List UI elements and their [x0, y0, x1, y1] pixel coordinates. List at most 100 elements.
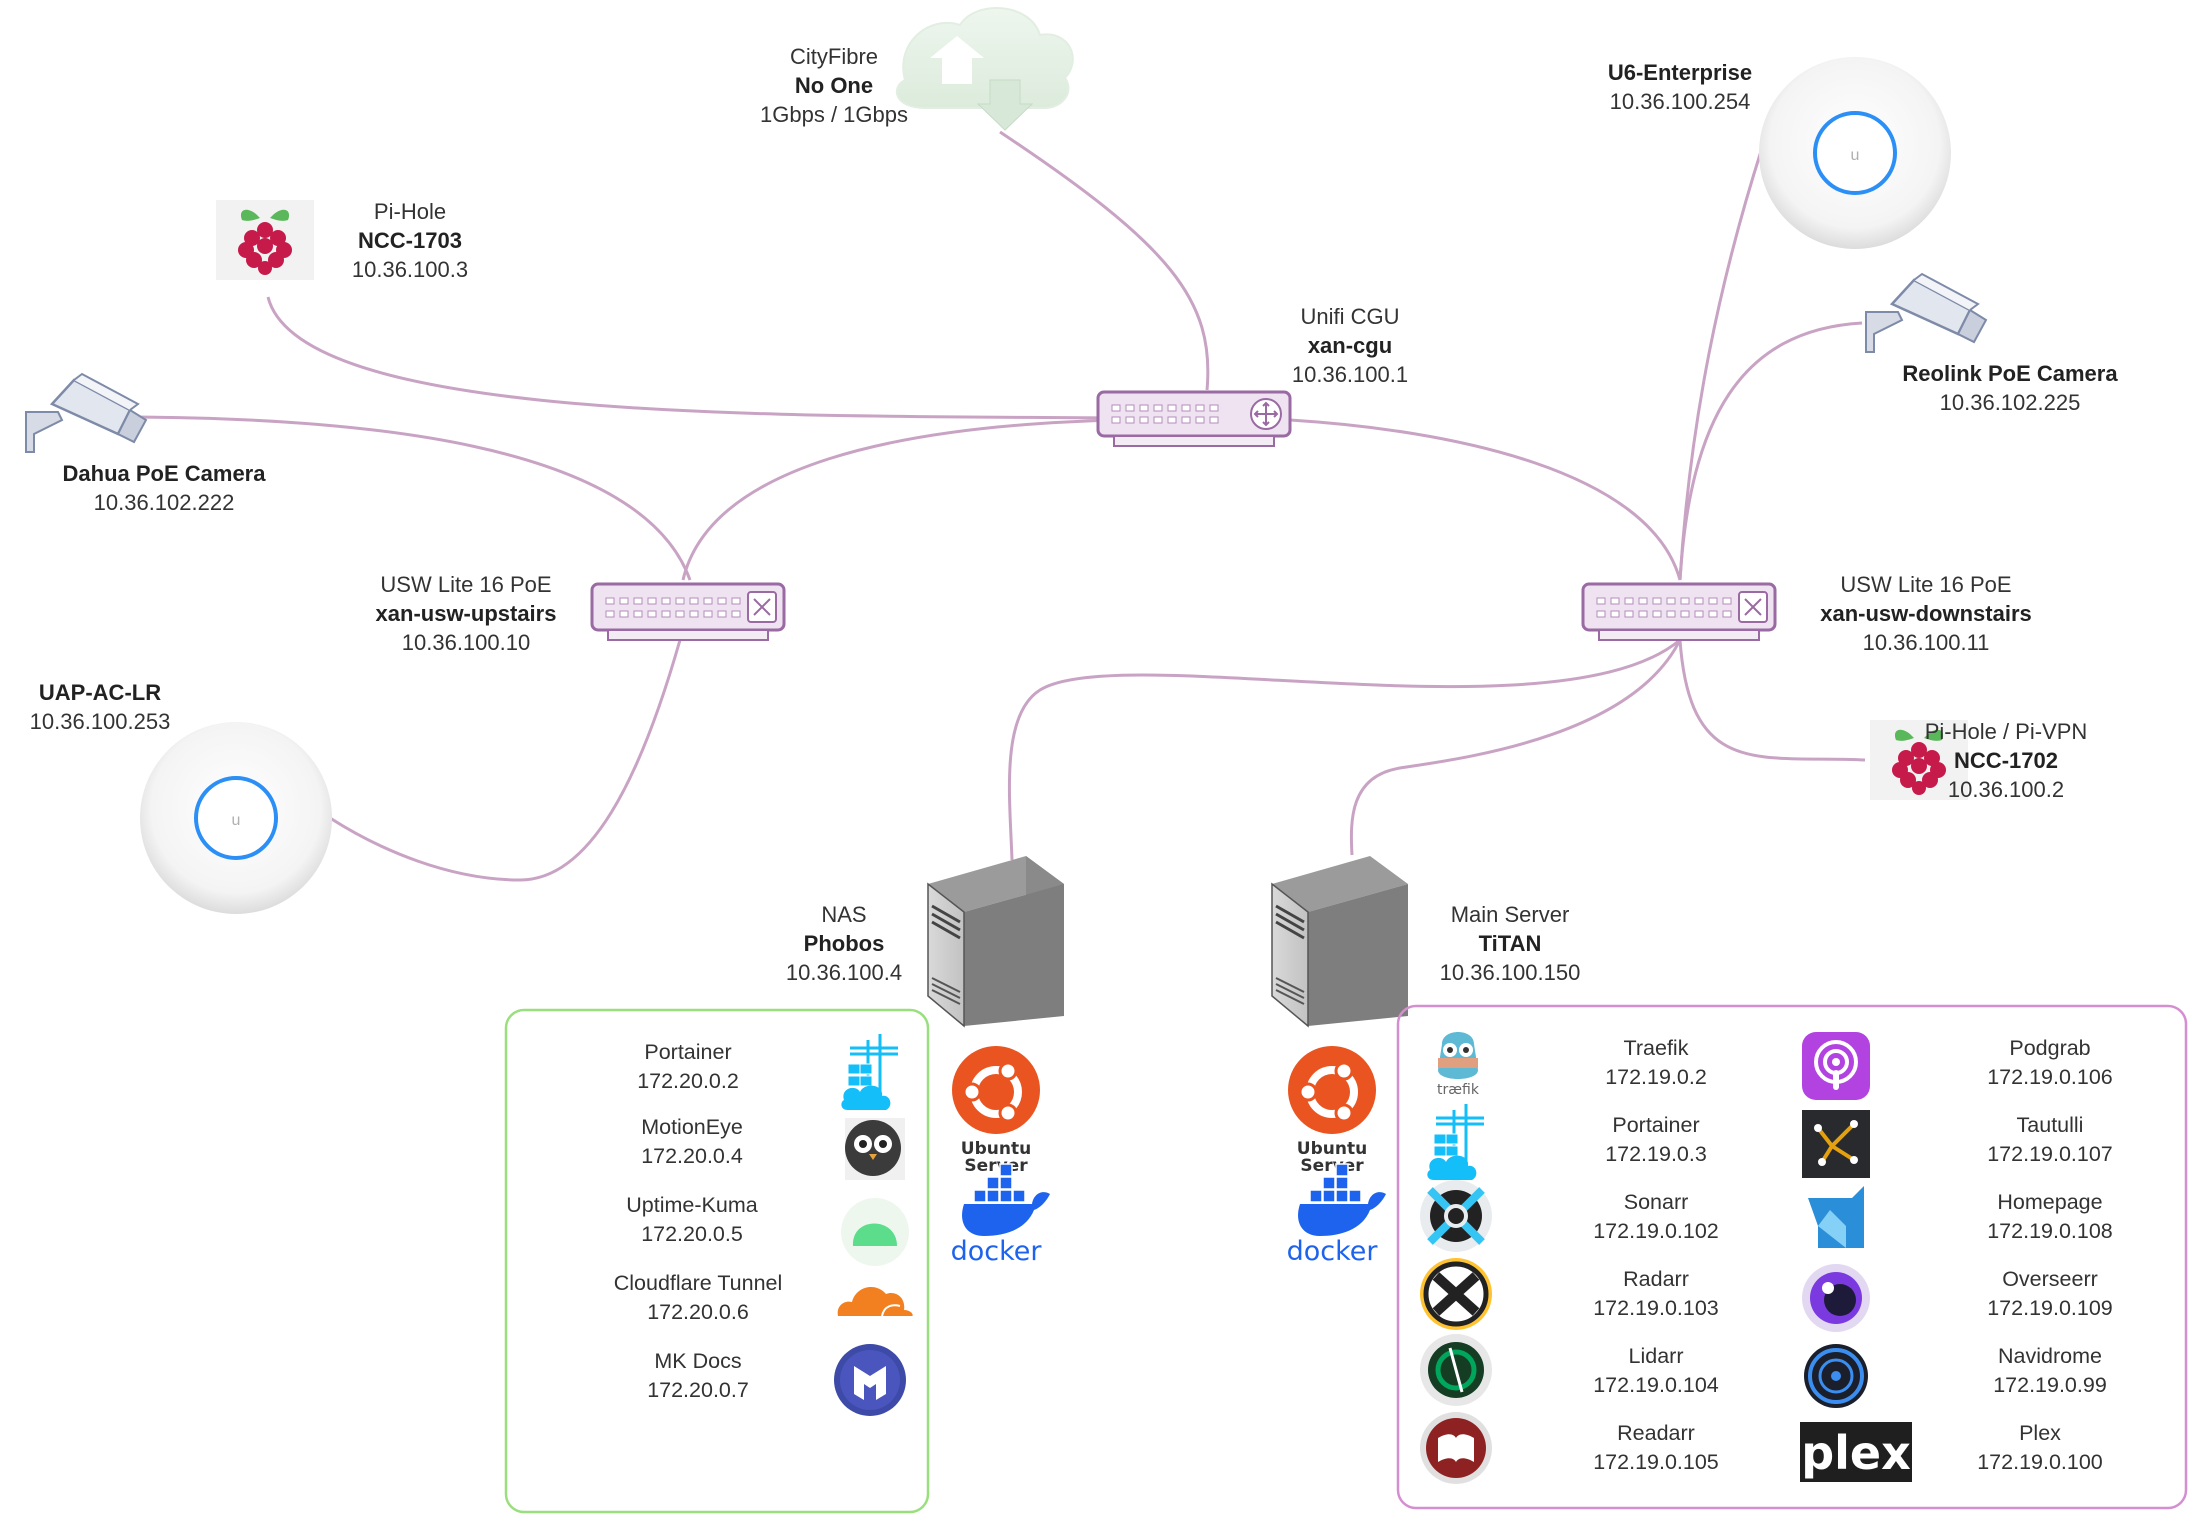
service-name: Traefik [1623, 1036, 1689, 1060]
plex-icon: plex [1800, 1422, 1912, 1482]
nas-label: NAS Phobos 10.36.100.4 [786, 900, 902, 987]
link-switchdown-titan [1349, 639, 1682, 856]
nas-role: NAS [821, 902, 867, 927]
service-ip: 172.19.0.100 [1977, 1450, 2103, 1474]
link-reolink-switchdown [1678, 321, 1863, 581]
link-switchdown-nas [1007, 638, 1681, 861]
reolink-camera-label: Reolink PoE Camera 10.36.102.225 [1902, 359, 2117, 417]
service-ip: 172.20.0.6 [647, 1300, 749, 1324]
titan-service: Navidrome 172.19.0.99 [1993, 1342, 2107, 1400]
docker-logo: docker [1287, 1163, 1386, 1267]
link-router-switchdown [1289, 418, 1682, 581]
main-server-name: TiTAN [1478, 931, 1542, 956]
ubuntu-label: Ubuntu [961, 1139, 1031, 1159]
link-switchup-aplr [329, 639, 682, 882]
service-ip: 172.20.0.7 [647, 1378, 749, 1402]
unifi-access-point-icon: u [1759, 57, 1951, 249]
link-dahua-switchup [129, 415, 692, 581]
reolink-camera-ip: 10.36.102.225 [1939, 390, 2081, 415]
switch-downstairs-label: USW Lite 16 PoE xan-usw-downstairs 10.36… [1820, 570, 2031, 657]
overseerr-icon [1802, 1264, 1870, 1332]
uap-ac-lr-label: UAP-AC-LR 10.36.100.253 [30, 678, 171, 736]
router-icon [1096, 390, 1292, 447]
cctv-camera-icon [1865, 272, 1988, 353]
nas-ip: 10.36.100.4 [785, 960, 903, 985]
reolink-camera-name: Reolink PoE Camera [1902, 361, 2118, 386]
switch-upstairs-ip: 10.36.100.10 [401, 630, 531, 655]
traefik-wordmark: træfik [1437, 1082, 1480, 1098]
u6-enterprise-ip: 10.36.100.254 [1609, 89, 1751, 114]
switch-upstairs-label: USW Lite 16 PoE xan-usw-upstairs 10.36.1… [376, 570, 557, 657]
service-ip: 172.19.0.99 [1993, 1373, 2107, 1397]
router-ip: 10.36.100.1 [1291, 362, 1409, 387]
router-model: Unifi CGU [1300, 304, 1400, 329]
titan-service: Overseerr 172.19.0.109 [1987, 1265, 2113, 1323]
tower-server-icon [1271, 856, 1408, 1028]
homepage-icon [1808, 1186, 1864, 1248]
titan-service: Sonarr 172.19.0.102 [1593, 1188, 1719, 1246]
svg-text:u: u [1851, 147, 1860, 164]
nas-service: MK Docs 172.20.0.7 [647, 1347, 749, 1405]
pihole-1702-ip: 10.36.100.2 [1947, 777, 2065, 802]
readarr-icon [1420, 1412, 1492, 1484]
service-ip: 172.19.0.108 [1987, 1219, 2113, 1243]
service-ip: 172.19.0.103 [1593, 1296, 1719, 1320]
isp-provider: CityFibre [789, 44, 879, 69]
link-switchdown-pihole1702 [1678, 639, 1866, 762]
service-name: Sonarr [1623, 1190, 1689, 1214]
tower-server-icon [927, 856, 1064, 1028]
link-internet-router [999, 130, 1210, 391]
cctv-camera-icon [25, 372, 148, 453]
service-name: Plex [2019, 1421, 2061, 1445]
link-u6-switchdown [1678, 147, 1764, 581]
radarr-icon [1420, 1258, 1492, 1330]
nas-services-box [504, 1008, 930, 1514]
service-name: MotionEye [641, 1115, 743, 1139]
links [129, 130, 1866, 882]
u6-enterprise-name: U6-Enterprise [1607, 60, 1753, 85]
service-ip: 172.19.0.102 [1593, 1219, 1719, 1243]
tautulli-icon [1802, 1110, 1870, 1178]
nas-service: Cloudflare Tunnel 172.20.0.6 [614, 1269, 783, 1327]
service-ip: 172.19.0.3 [1605, 1142, 1707, 1166]
uap-ac-lr-ip: 10.36.100.253 [29, 709, 171, 734]
service-name: MK Docs [654, 1349, 742, 1373]
service-name: Podgrab [2009, 1036, 2091, 1060]
titan-service: Portainer 172.19.0.3 [1605, 1111, 1707, 1169]
service-ip: 172.19.0.2 [1605, 1065, 1707, 1089]
titan-service: Podgrab 172.19.0.106 [1987, 1034, 2113, 1092]
titan-service: Traefik 172.19.0.2 [1605, 1034, 1707, 1092]
nas-name: Phobos [803, 931, 885, 956]
titan-service: Tautulli 172.19.0.107 [1987, 1111, 2113, 1169]
switch-downstairs-name: xan-usw-downstairs [1820, 601, 2032, 626]
traefik-icon: træfik [1437, 1032, 1480, 1098]
service-name: Radarr [1623, 1267, 1689, 1291]
titan-service: Homepage 172.19.0.108 [1987, 1188, 2113, 1246]
service-name: Portainer [644, 1040, 732, 1064]
pihole-1703-name: NCC-1703 [358, 228, 462, 253]
switch-downstairs-model: USW Lite 16 PoE [1840, 572, 2012, 597]
service-ip: 172.19.0.106 [1987, 1065, 2113, 1089]
switch-upstairs-model: USW Lite 16 PoE [380, 572, 552, 597]
nas-service: MotionEye 172.20.0.4 [641, 1113, 743, 1171]
service-ip: 172.19.0.109 [1987, 1296, 2113, 1320]
service-name: Lidarr [1628, 1344, 1684, 1368]
ubuntu-label: Ubuntu [1297, 1139, 1367, 1159]
switch-downstairs-icon [1581, 582, 1777, 641]
nas-service: Portainer 172.20.0.2 [637, 1038, 739, 1096]
pihole-1703-ip: 10.36.100.3 [351, 257, 469, 282]
service-name: Overseerr [2002, 1267, 2098, 1291]
docker-logo: docker [951, 1163, 1050, 1267]
motioneye-icon [845, 1118, 905, 1180]
ubuntu-server-logo: Ubuntu Server [952, 1046, 1040, 1176]
switch-upstairs-name: xan-usw-upstairs [375, 601, 557, 626]
service-ip: 172.20.0.2 [637, 1069, 739, 1093]
pihole-1702-label: Pi-Hole / Pi-VPN NCC-1702 10.36.100.2 [1925, 717, 2088, 804]
isp-speed: 1Gbps / 1Gbps [760, 102, 908, 127]
navidrome-icon [1804, 1344, 1868, 1408]
service-ip: 172.19.0.107 [1987, 1142, 2113, 1166]
isp-name: No One [794, 73, 874, 98]
service-ip: 172.19.0.105 [1593, 1450, 1719, 1474]
titan-service: Readarr 172.19.0.105 [1593, 1419, 1719, 1477]
